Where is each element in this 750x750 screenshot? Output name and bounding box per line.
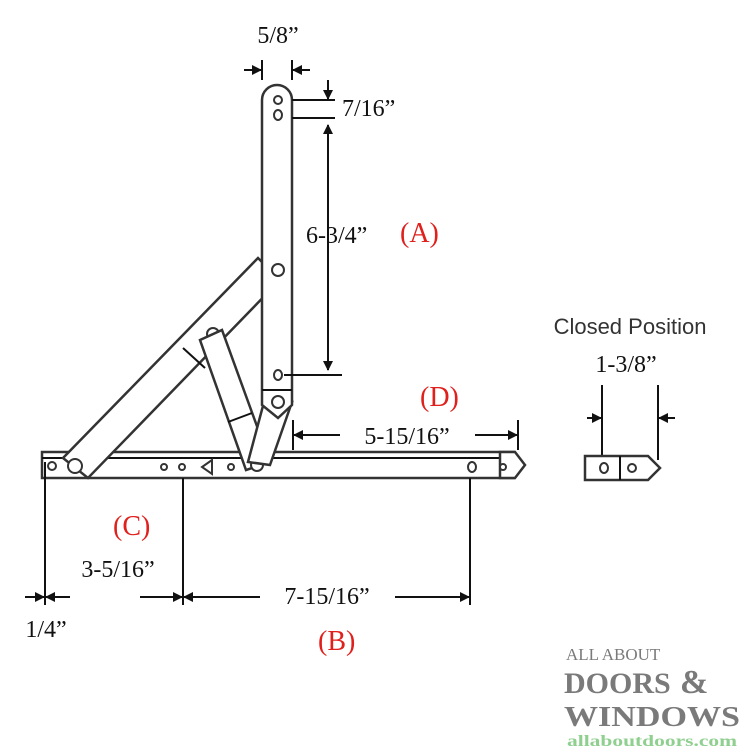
- logo-line2: DOORS: [564, 667, 671, 700]
- logo-line3: WINDOWS: [564, 702, 740, 733]
- company-logo: ALL ABOUT DOORS & WINDOWS allaboutdoors.…: [564, 645, 740, 750]
- closed-hinge: [583, 454, 662, 482]
- dim-end-offset: 1/4”: [25, 617, 66, 643]
- dim-mount-span: 7-15/16”: [284, 584, 369, 610]
- dim-arm-length: 6-3/4”: [306, 223, 367, 249]
- closed-position-caption: Closed Position: [554, 314, 707, 339]
- label-b: (B): [318, 626, 355, 657]
- dimension-lines: [25, 60, 675, 605]
- dim-track-offset: 3-5/16”: [81, 557, 154, 583]
- logo-line1: ALL ABOUT: [566, 645, 661, 664]
- base-track: [40, 450, 527, 480]
- vertical-arm: [260, 83, 294, 420]
- label-d: (D): [420, 382, 459, 413]
- logo-ampersand: &: [680, 664, 708, 701]
- label-c: (C): [113, 511, 150, 542]
- label-a: (A): [400, 218, 439, 249]
- dim-closed-width: 1-3/8”: [595, 352, 656, 378]
- logo-url: allaboutdoors.com: [567, 733, 738, 750]
- dim-top-hole: 7/16”: [342, 96, 395, 122]
- dim-track-extension: 5-15/16”: [364, 424, 449, 450]
- dim-top-width: 5/8”: [257, 23, 298, 49]
